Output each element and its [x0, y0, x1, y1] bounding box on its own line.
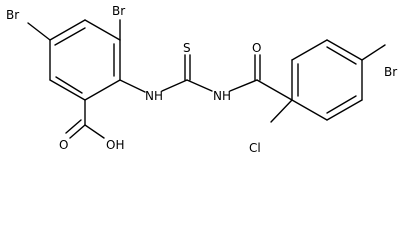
bond-acid-c-o-double-2 — [65, 119, 82, 134]
atom-chlorine: Cl — [249, 141, 261, 155]
atom-br-left: Br — [6, 8, 19, 22]
atom-acid-oxygen: O — [59, 138, 68, 152]
bond-nh-right-to-carbonyl — [229, 79, 258, 92]
atom-sulfur: S — [183, 41, 191, 55]
atom-nh-left: NH — [145, 89, 163, 103]
bond-cs-to-nh-right — [186, 79, 213, 92]
bond-ring1-d — [84, 79, 121, 101]
bond-cl — [270, 99, 293, 123]
bond-ring1-e — [49, 79, 86, 101]
bond-br-left — [27, 22, 51, 41]
atom-nh-right: NH — [213, 89, 231, 103]
bond-acid-c-oh — [84, 124, 105, 139]
bond-carbonyl-to-ring — [256, 79, 293, 101]
left-benzene-ring — [49, 19, 121, 101]
bond-ring2-c-inner — [326, 46, 357, 65]
bond-ring2-f — [291, 99, 328, 121]
bond-ring1-a-inner — [54, 27, 86, 46]
bond-ring-to-nh-left — [119, 79, 146, 93]
right-benzene-ring — [291, 39, 363, 121]
bond-ring1-e-inner — [55, 76, 83, 94]
bond-ring2-b — [291, 39, 328, 61]
atom-carbonyl-oxygen: O — [252, 41, 261, 55]
bond-ring1-b — [84, 19, 121, 41]
atom-br-top: Br — [112, 4, 125, 18]
bond-nh-left-to-cs — [161, 79, 188, 92]
bond-ring2-e-inner — [326, 95, 357, 114]
bond-acid-c-o-double-1 — [69, 124, 86, 139]
atom-br-right: Br — [384, 65, 397, 79]
bond-ring1-a — [49, 19, 86, 41]
chemical-structure: Br Br O OH NH S NH O Br Cl — [6, 4, 397, 155]
atom-acid-oh: OH — [106, 138, 124, 152]
bond-ring2-e — [326, 99, 363, 121]
bond-ring2-c — [326, 39, 363, 61]
bond-br-right — [361, 44, 386, 61]
